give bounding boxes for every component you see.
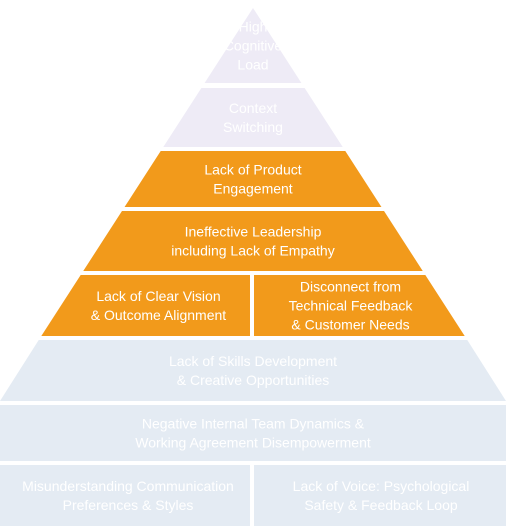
tier-vision-and-feedback: Lack of Clear Vision & Outcome Alignment D… xyxy=(41,275,465,336)
label-line: & Creative Opportunities xyxy=(177,372,330,388)
label-line: including Lack of Empathy xyxy=(171,243,334,259)
label-line: Engagement xyxy=(213,181,293,197)
label-line: Misunderstanding Communication xyxy=(22,478,234,494)
tier-team-dynamics-label: Negative Internal Team Dynamics & Working… xyxy=(135,416,371,451)
label-line: Lack of Skills Development xyxy=(169,353,337,369)
label-line: Lack of Voice: Psychological xyxy=(293,478,470,494)
tier-shape xyxy=(124,151,382,207)
tier-shape xyxy=(0,340,506,401)
tier-shape xyxy=(0,405,506,461)
tier-shape xyxy=(204,8,302,83)
label-line: Technical Feedback xyxy=(289,298,414,314)
label-line: Switching xyxy=(223,119,283,135)
label-line: & Customer Needs xyxy=(291,317,409,333)
label-line: Safety & Feedback Loop xyxy=(304,497,458,513)
label-line: Working Agreement Disempowerment xyxy=(135,435,371,451)
label-line: Ineffective Leadership xyxy=(185,224,322,240)
label-line: Negative Internal Team Dynamics & xyxy=(142,416,365,432)
label-line: Context xyxy=(229,100,277,116)
tier-skills-development: Lack of Skills Development & Creative Opp… xyxy=(0,340,506,401)
tier-separator xyxy=(250,465,254,526)
tier-shape xyxy=(163,88,343,147)
label-line: & Outcome Alignment xyxy=(91,307,227,323)
cell-lack-of-clear-vision: Lack of Clear Vision & Outcome Alignment xyxy=(91,288,227,323)
tier-shape xyxy=(83,211,423,271)
tier-team-dynamics: Negative Internal Team Dynamics & Working… xyxy=(0,405,506,461)
tier-ineffective-leadership: Ineffective Leadership including Lack of … xyxy=(83,211,423,271)
tier-separator xyxy=(250,275,254,336)
label-line: Load xyxy=(237,57,268,73)
label-line: Lack of Clear Vision xyxy=(96,288,220,304)
tier-ineffective-leadership-label: Ineffective Leadership including Lack of … xyxy=(171,224,334,259)
label-line: Preferences & Styles xyxy=(63,497,194,513)
tier-skills-development-label: Lack of Skills Development & Creative Opp… xyxy=(169,353,337,388)
label-line: Lack of Product xyxy=(204,162,301,178)
label-line: Disconnect from xyxy=(300,279,401,295)
label-line: Cognitive xyxy=(224,38,283,54)
label-line: High xyxy=(239,19,268,35)
